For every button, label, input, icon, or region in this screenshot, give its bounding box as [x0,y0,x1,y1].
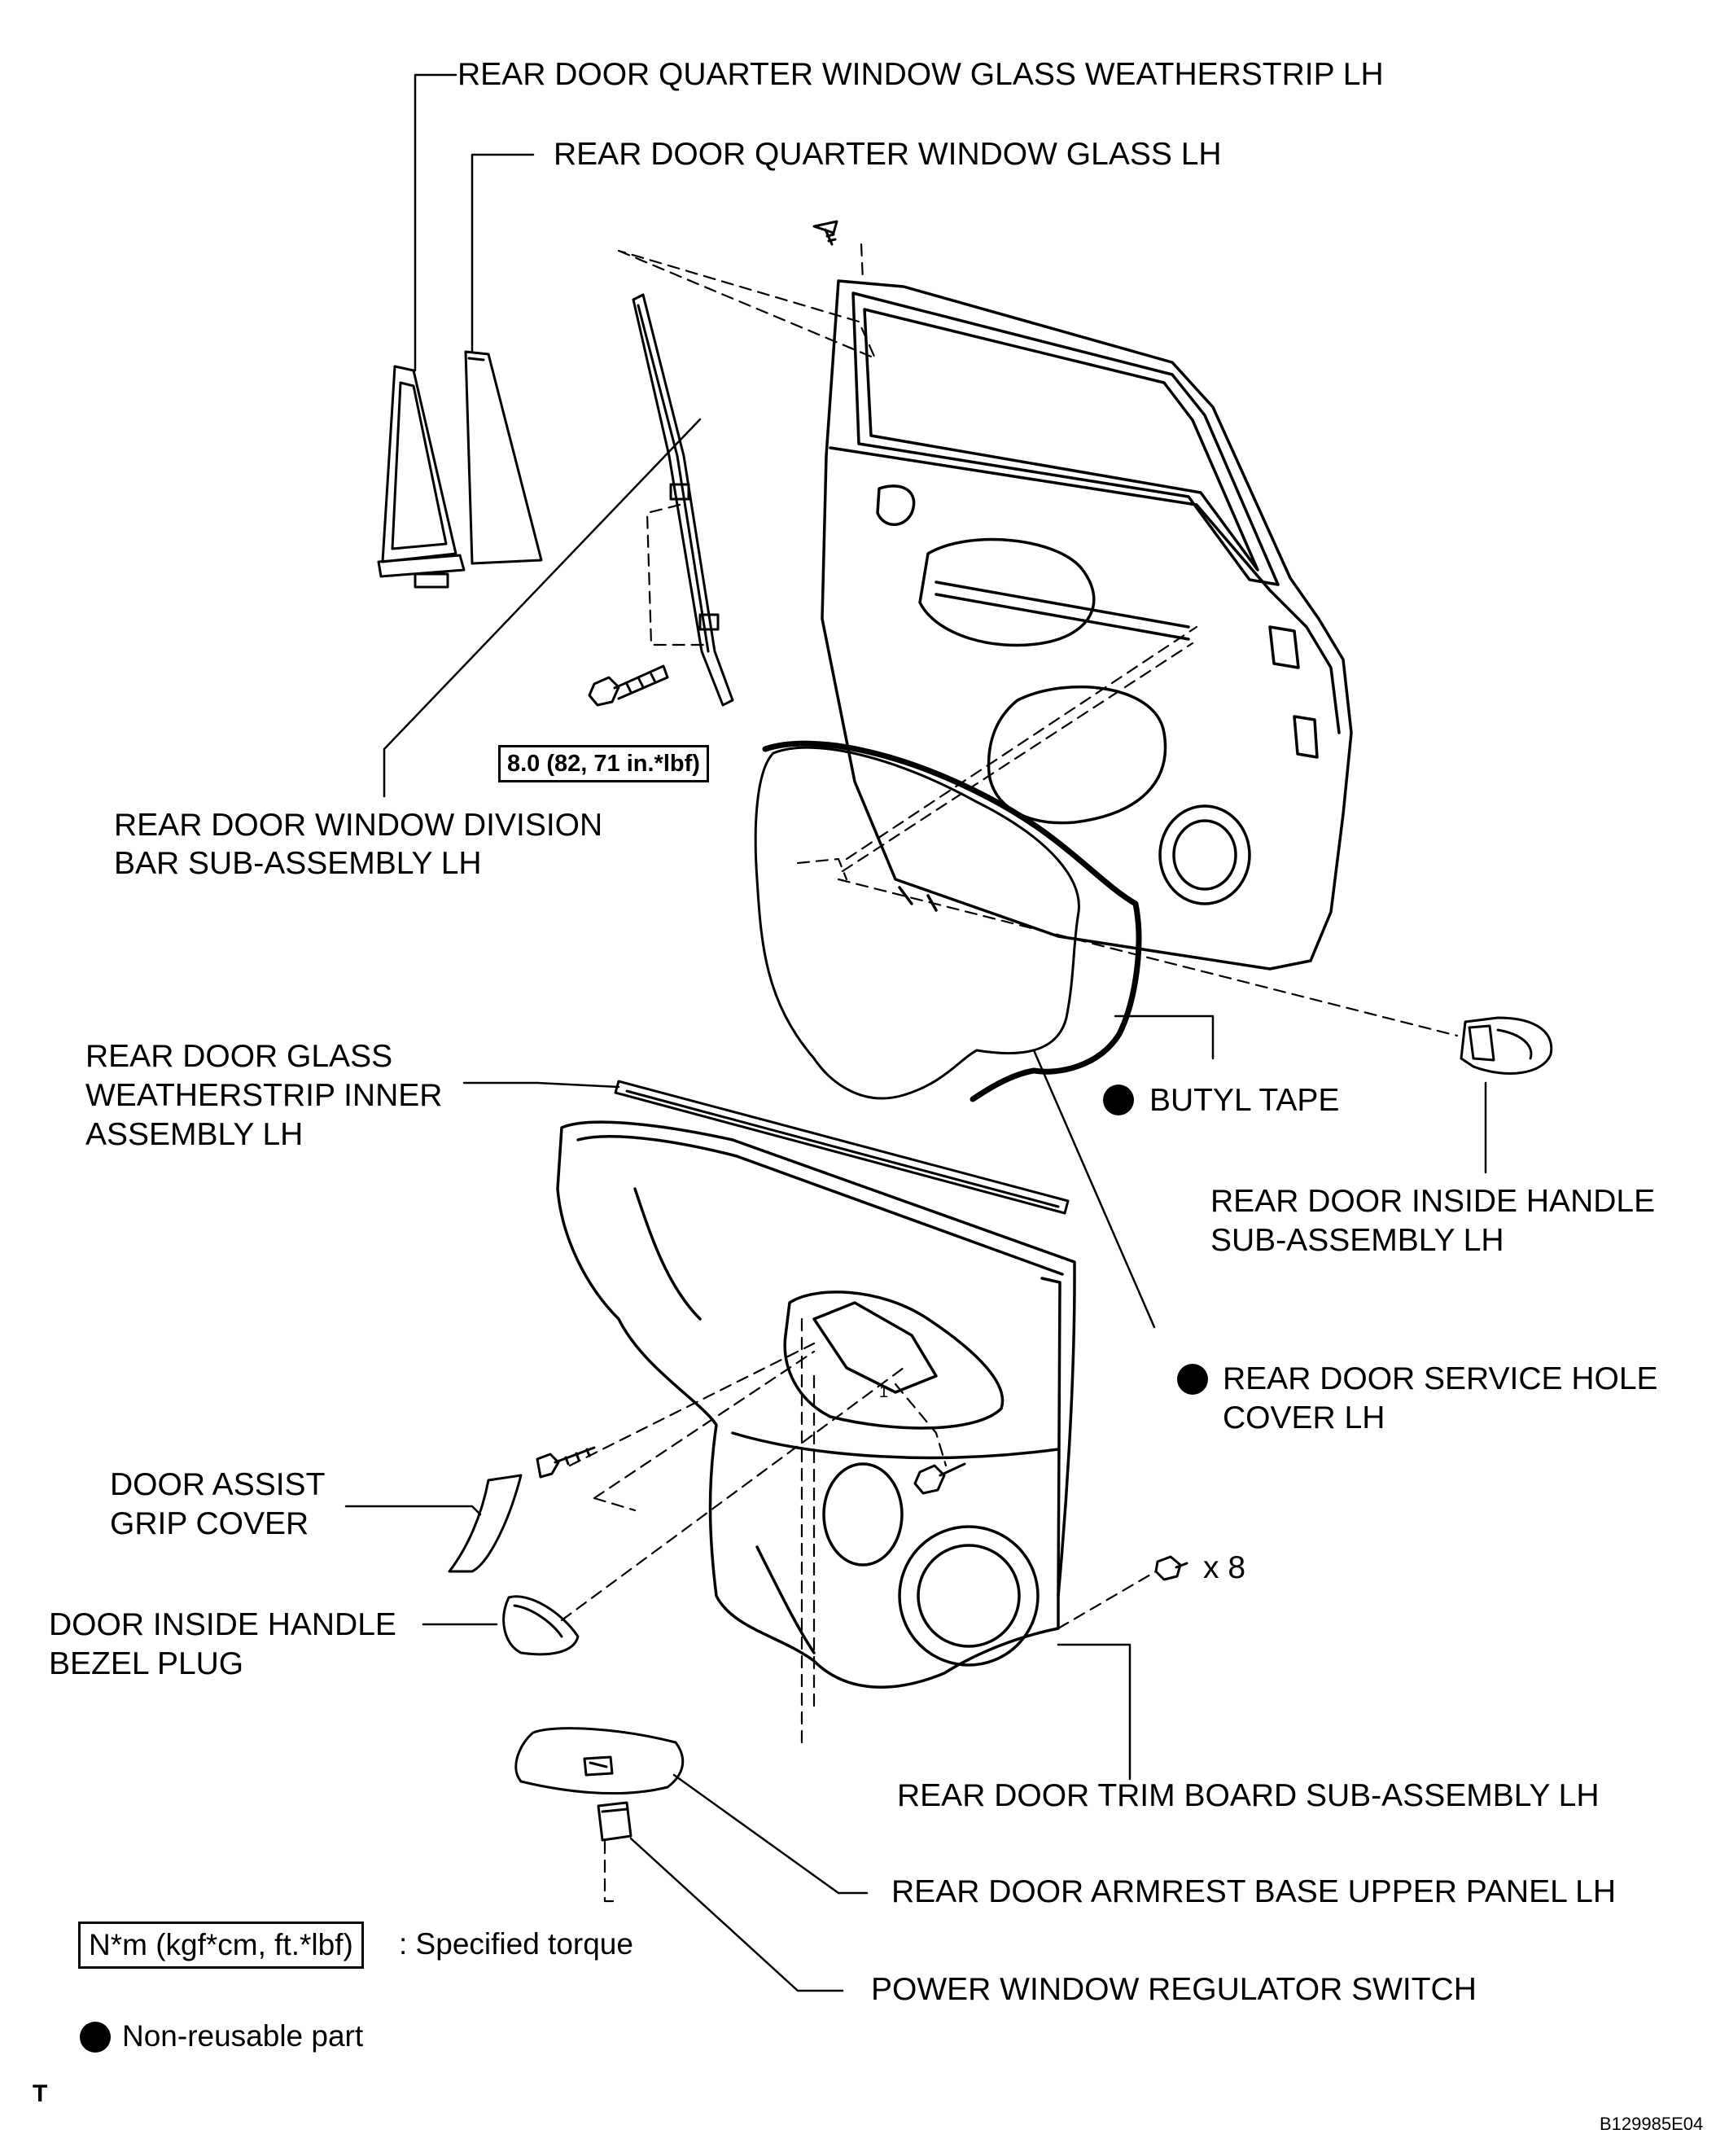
footer-figure-code: B129985E04 [1600,2114,1704,2134]
non-reusable-legend-dot-icon [80,2022,111,2053]
assist-grip-cover-part [448,1474,523,1573]
label-clip-count: x 8 [1203,1550,1246,1585]
non-reusable-dot-icon [1177,1364,1208,1395]
trim-screw [913,1462,966,1495]
leader-lines [344,73,1487,1992]
glass-weatherstrip-inner-part [614,1080,1070,1215]
label-inside-handle-line1: REAR DOOR INSIDE HANDLE [1210,1184,1656,1219]
label-glass-weatherstrip-line1: REAR DOOR GLASS [85,1039,393,1074]
quarter-glass-weatherstrip-part [377,365,466,589]
label-glass-weatherstrip-line3: ASSEMBLY LH [85,1117,304,1152]
label-pw-switch: POWER WINDOW REGULATOR SWITCH [871,1972,1477,2007]
trim-board-part [556,1120,1076,1689]
trim-clip [1154,1555,1188,1581]
dashed-assembly-lines [560,243,1459,1903]
inside-handle-part [1460,1016,1553,1075]
label-bezel-plug-line1: DOOR INSIDE HANDLE [49,1607,396,1642]
label-bezel-plug-line2: BEZEL PLUG [49,1646,244,1681]
label-assist-grip-line1: DOOR ASSIST [110,1467,326,1502]
door-panel-part [821,279,1353,971]
pw-switch-part [597,1801,633,1842]
legend-torque-desc: : Specified torque [399,1927,633,1961]
service-hole-cover-part [754,740,1142,1102]
label-assist-grip-line2: GRIP COVER [110,1506,309,1541]
label-service-hole-line1: REAR DOOR SERVICE HOLE [1223,1361,1658,1396]
door-top-screw [812,220,838,246]
legend-non-reusable: Non-reusable part [122,2019,364,2053]
callout-number: 1 [879,1383,889,1401]
footer-left-mark: T [33,2080,48,2107]
label-butyl-tape: BUTYL TAPE [1149,1083,1340,1118]
label-quarter-glass: REAR DOOR QUARTER WINDOW GLASS LH [554,137,1222,172]
label-service-hole-line2: COVER LH [1223,1400,1385,1435]
label-armrest-panel: REAR DOOR ARMREST BASE UPPER PANEL LH [891,1874,1617,1909]
label-glass-weatherstrip-line2: WEATHERSTRIP INNER [85,1078,443,1113]
label-inside-handle-line2: SUB-ASSEMBLY LH [1210,1223,1504,1258]
bezel-plug-part [502,1595,580,1656]
division-bar-bolt [588,664,669,707]
label-quarter-weatherstrip: REAR DOOR QUARTER WINDOW GLASS WEATHERST… [457,57,1384,92]
division-bar-part [632,293,734,707]
assist-grip-screw [536,1446,596,1479]
legend-torque-unit-box: N*m (kgf*cm, ft.*lbf) [78,1922,364,1969]
armrest-panel-part [514,1727,685,1795]
label-trim-board: REAR DOOR TRIM BOARD SUB-ASSEMBLY LH [897,1778,1600,1813]
quarter-glass-part [464,350,543,565]
label-division-bar-line2: BAR SUB-ASSEMBLY LH [114,846,482,881]
torque-spec-box: 8.0 (82, 71 in.*lbf) [498,745,709,782]
non-reusable-dot-icon [1103,1085,1134,1115]
label-division-bar-line1: REAR DOOR WINDOW DIVISION [114,808,603,843]
